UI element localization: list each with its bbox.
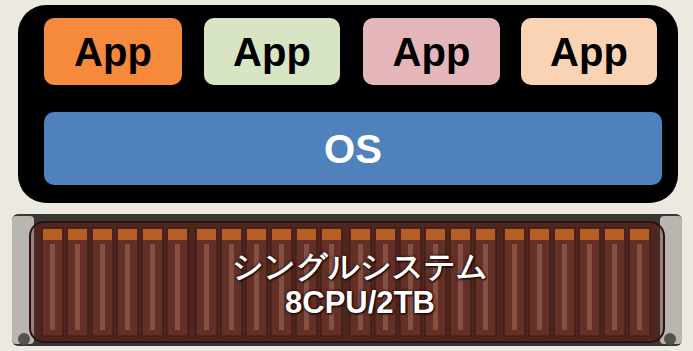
server-caption: シングルシステム	[232, 249, 488, 285]
foot	[664, 333, 676, 345]
box-label: App	[550, 29, 628, 75]
os-bar: OS	[44, 112, 662, 185]
app-box: App	[204, 18, 340, 85]
app-box: App	[44, 18, 182, 85]
box-label: OS	[324, 126, 382, 172]
foot	[18, 333, 30, 345]
system-frame	[18, 5, 678, 203]
server-chassis	[12, 214, 682, 346]
box-label: App	[74, 29, 152, 75]
tint-overlay	[30, 222, 664, 342]
app-box: App	[521, 18, 657, 85]
box-label: App	[393, 29, 471, 75]
server-label: シングルシステム8CPU/2TB	[190, 240, 530, 330]
box-label: App	[233, 29, 311, 75]
server-caption: 8CPU/2TB	[285, 285, 435, 321]
app-box: App	[363, 18, 500, 85]
chassis-body	[12, 214, 682, 346]
